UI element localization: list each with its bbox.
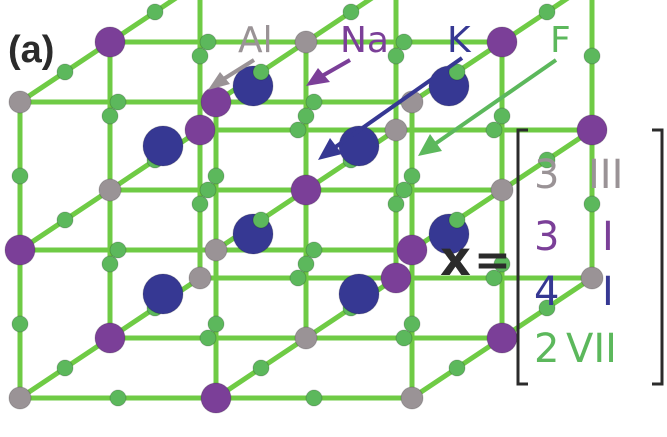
f-atom [252, 359, 270, 377]
al-atom [400, 386, 424, 410]
na-atom [184, 114, 216, 146]
na-atom [290, 174, 322, 206]
vector-na-count: 3 [534, 214, 559, 260]
f-atom [403, 315, 421, 333]
al-atom [8, 386, 32, 410]
f-atom [297, 255, 315, 273]
f-atom [109, 389, 127, 407]
f-atom [252, 63, 270, 81]
na-atom [486, 26, 518, 58]
f-atom [387, 195, 405, 213]
na-atom [486, 322, 518, 354]
f-atom [395, 181, 413, 199]
vector-al-count: 3 [534, 152, 559, 198]
na-atom [396, 234, 428, 266]
f-atom [305, 93, 323, 111]
label-al: Al [238, 20, 273, 61]
label-f: F [550, 20, 571, 61]
al-atom [204, 238, 228, 262]
label-k: K [447, 20, 472, 61]
arrow-na [306, 58, 351, 86]
al-atom [98, 178, 122, 202]
vector-k-group: I [602, 269, 614, 315]
left-bracket [516, 128, 528, 386]
f-atom [448, 211, 466, 229]
arrow-al [208, 58, 256, 90]
f-atom [146, 3, 164, 21]
vector-k-count: 4 [534, 269, 559, 315]
f-atom [538, 299, 556, 317]
f-atom [403, 167, 421, 185]
equals-sign: = [474, 235, 511, 286]
f-atom [199, 33, 217, 51]
na-atom [200, 382, 232, 414]
f-atom [538, 151, 556, 169]
f-atom [305, 389, 323, 407]
f-atom [297, 107, 315, 125]
na-atom [4, 234, 36, 266]
al-atom [294, 326, 318, 350]
f-atom [583, 195, 601, 213]
arrow-k [318, 56, 464, 160]
f-atom [448, 63, 466, 81]
vector-al-group: III [588, 152, 623, 198]
k-atom [142, 273, 184, 315]
vector-f-group: VII [566, 326, 617, 372]
f-atom [387, 47, 405, 65]
f-atom [56, 211, 74, 229]
f-atom [191, 195, 209, 213]
na-atom [200, 86, 232, 118]
vector-f-count: 2 [534, 326, 559, 372]
f-atom [199, 329, 217, 347]
k-atom [142, 125, 184, 167]
f-atom [485, 269, 503, 287]
f-atom [252, 211, 270, 229]
f-atom [199, 181, 217, 199]
al-atom [490, 178, 514, 202]
f-atom [11, 167, 29, 185]
atom-layer-front [4, 26, 518, 414]
na-atom [94, 322, 126, 354]
f-atom [109, 241, 127, 259]
al-atom [384, 118, 408, 142]
f-atom [493, 107, 511, 125]
f-atom [101, 255, 119, 273]
f-atom [207, 315, 225, 333]
al-atom [580, 266, 604, 290]
f-atom [485, 121, 503, 139]
f-atom [583, 47, 601, 65]
f-atom [342, 3, 360, 21]
f-atom [493, 255, 511, 273]
f-atom [289, 121, 307, 139]
f-atom [305, 241, 323, 259]
na-atom [94, 26, 126, 58]
f-atom [11, 315, 29, 333]
f-atom [56, 359, 74, 377]
f-atom [101, 107, 119, 125]
al-atom [8, 90, 32, 114]
panel-label: (a) [8, 29, 54, 71]
f-atom [395, 33, 413, 51]
arrow-f [418, 58, 558, 156]
k-atom [338, 273, 380, 315]
right-bracket [652, 128, 664, 386]
f-atom [56, 63, 74, 81]
f-atom [538, 3, 556, 21]
f-atom [289, 269, 307, 287]
f-atom [395, 329, 413, 347]
vector-na-group: I [602, 214, 614, 260]
al-atom [188, 266, 212, 290]
vector-symbol: x [440, 231, 471, 287]
f-atom [207, 167, 225, 185]
na-atom [576, 114, 608, 146]
na-atom [380, 262, 412, 294]
f-atom [191, 47, 209, 65]
al-atom [294, 30, 318, 54]
f-atom [109, 93, 127, 111]
label-na: Na [340, 20, 389, 61]
f-atom [448, 359, 466, 377]
